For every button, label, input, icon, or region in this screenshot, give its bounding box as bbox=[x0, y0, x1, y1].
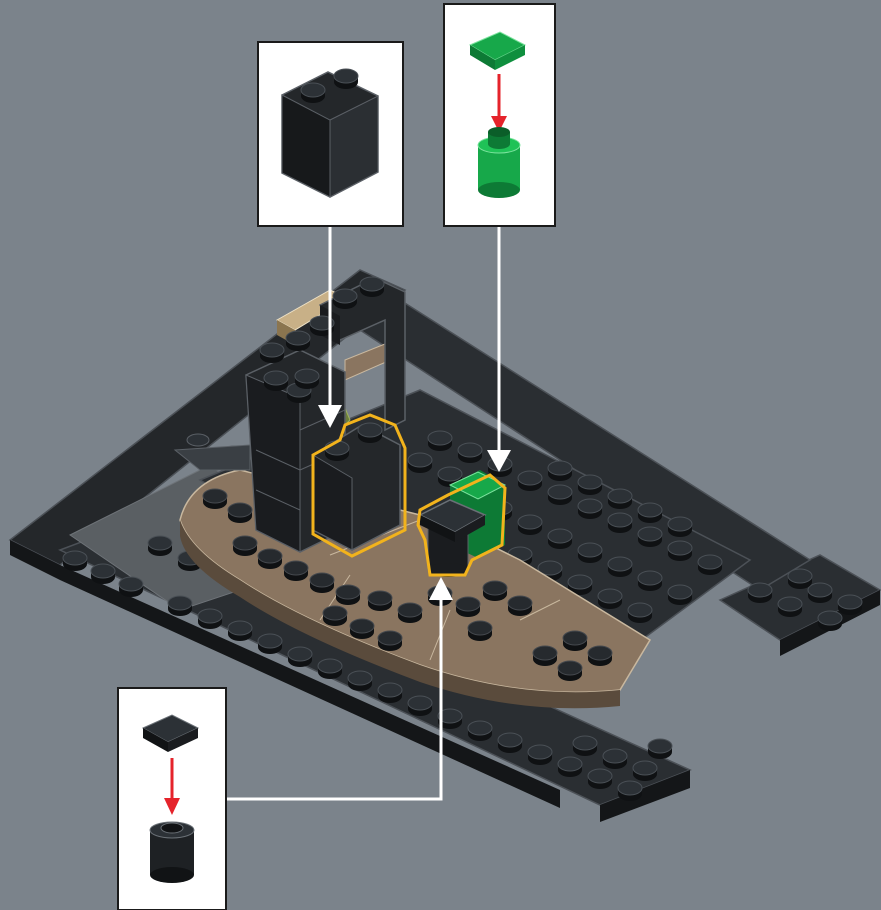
dark-round-brick-1x1-icon bbox=[150, 822, 194, 883]
callout-green-tile-on-round-brick bbox=[444, 4, 555, 226]
callout-brick-1x2x2 bbox=[258, 42, 403, 226]
callout-dark-tile-on-round-brick bbox=[118, 688, 226, 910]
